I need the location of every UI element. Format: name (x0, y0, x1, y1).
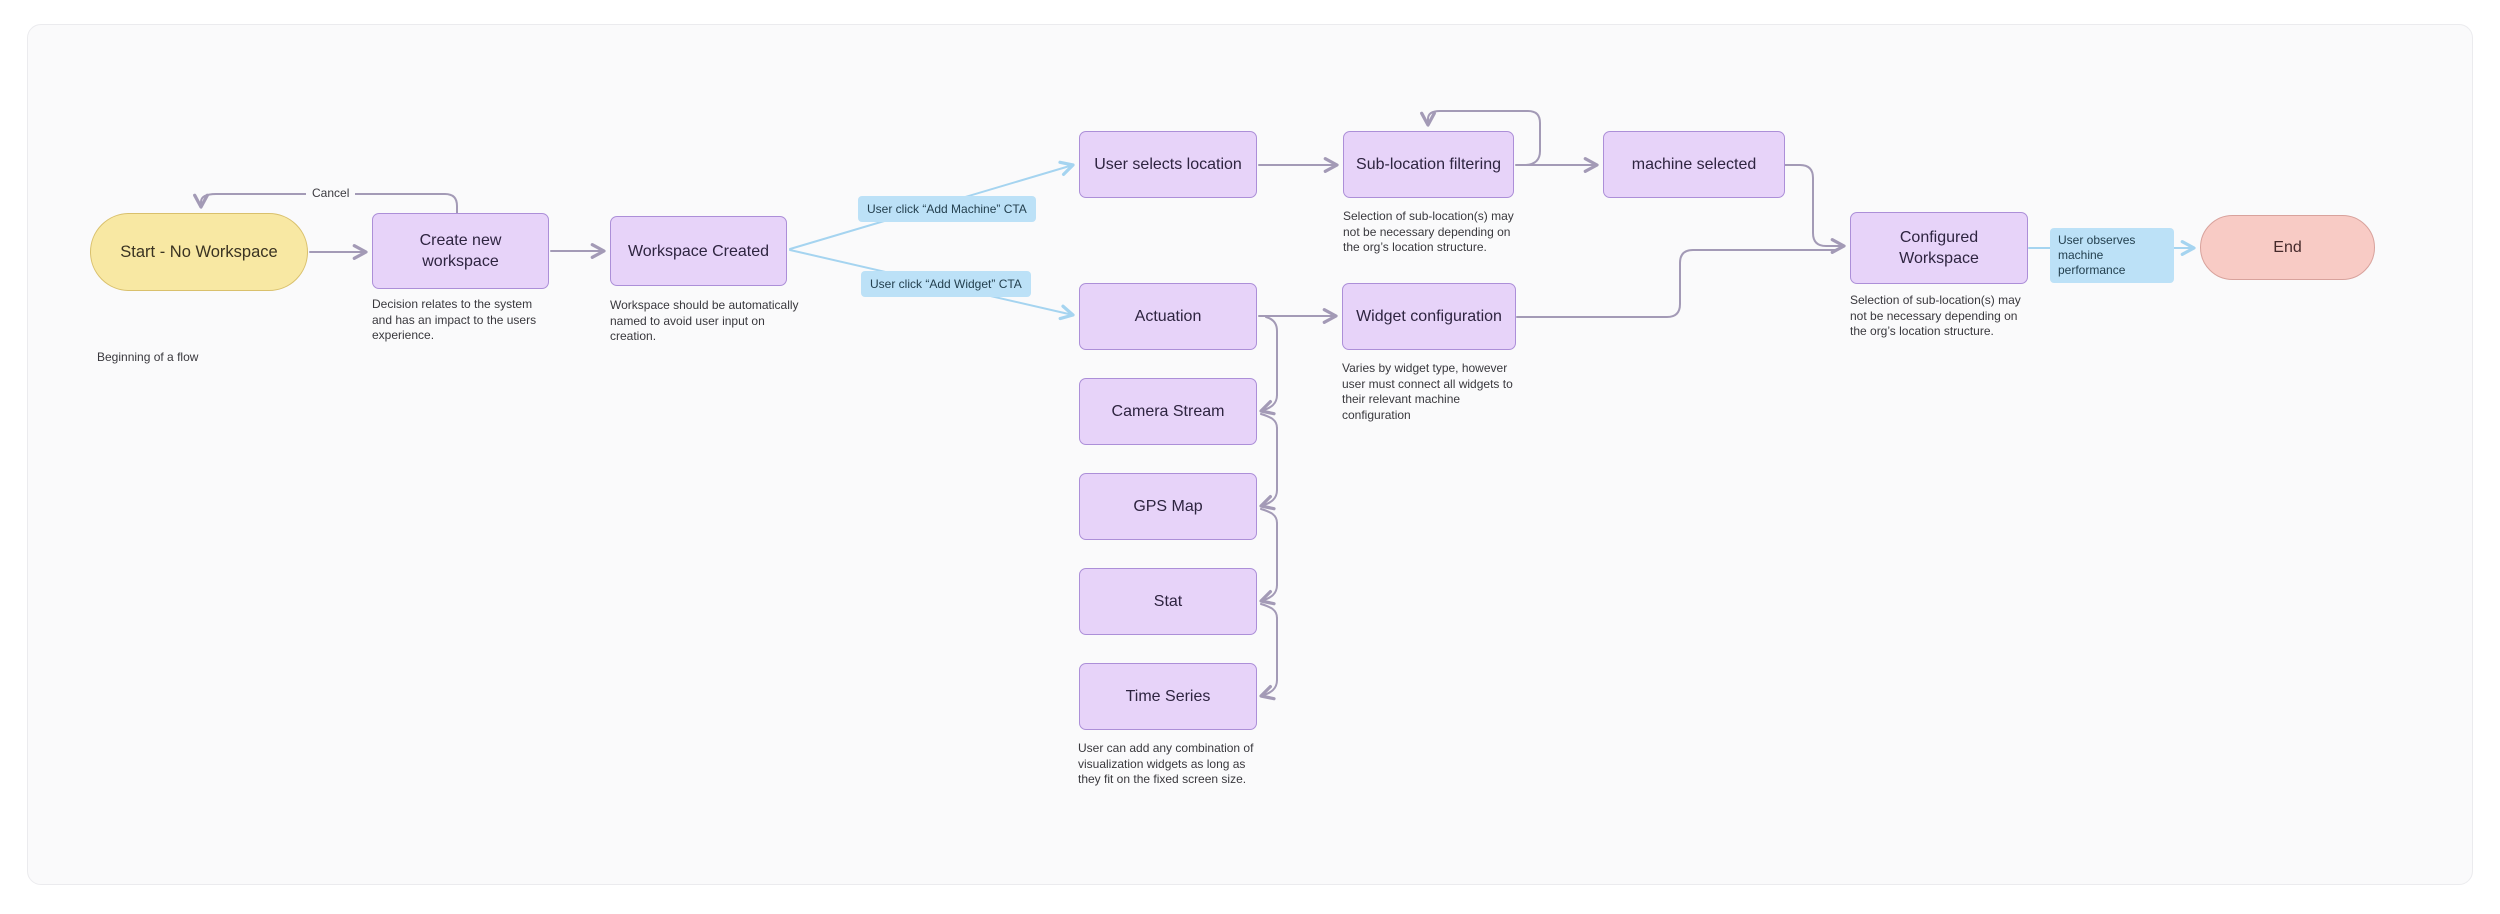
edge-label-add-widget-cta[interactable]: User click “Add Widget” CTA (861, 271, 1031, 297)
node-camera-stream[interactable]: Camera Stream (1079, 378, 1257, 445)
node-time-series[interactable]: Time Series (1079, 663, 1257, 730)
edge-label-user-observes[interactable]: User observes machine performance (2050, 228, 2174, 283)
edge-machine-to-configured[interactable] (1784, 164, 1846, 254)
node-label: End (2273, 239, 2302, 256)
edge-branch-to-stat[interactable] (1259, 584, 1278, 606)
edge-branch-resume-1[interactable] (1260, 413, 1278, 429)
node-stat[interactable]: Stat (1079, 568, 1257, 635)
edge-label-add-machine-cta[interactable]: User click “Add Machine” CTA (858, 196, 1036, 222)
annotation-beginning-of-flow: Beginning of a flow (97, 350, 199, 364)
edge-sublocation-self-loop[interactable] (1420, 110, 1541, 166)
node-create-new-workspace[interactable]: Create new workspace (372, 213, 549, 289)
node-label: Sub-location filtering (1356, 156, 1501, 173)
node-label: machine selected (1631, 156, 1757, 173)
annotation-sub-location: Selection of sub-location(s) may not be … (1343, 209, 1514, 254)
edge-branch-resume-2[interactable] (1260, 508, 1278, 524)
edge-label-cancel[interactable]: Cancel (306, 185, 356, 202)
annotation-workspace-created: Workspace should be automatically named … (610, 298, 799, 343)
node-sub-location-filtering[interactable]: Sub-location filtering (1343, 131, 1514, 198)
node-actuation[interactable]: Actuation (1079, 283, 1257, 350)
node-configured-workspace[interactable]: Configured Workspace (1850, 212, 2028, 284)
node-user-selects-location[interactable]: User selects location (1079, 131, 1257, 198)
node-workspace-created[interactable]: Workspace Created (610, 216, 787, 286)
edge-branch-resume-3[interactable] (1260, 603, 1278, 619)
annotation-widget-configuration: Varies by widget type, however user must… (1342, 361, 1513, 422)
node-widget-configuration[interactable]: Widget configuration (1342, 283, 1516, 350)
node-machine-selected[interactable]: machine selected (1603, 131, 1785, 198)
node-gps-map[interactable]: GPS Map (1079, 473, 1257, 540)
annotation-time-series: User can add any combination of visualiz… (1078, 741, 1254, 786)
node-label: Start - No Workspace (120, 242, 278, 261)
edge-widget-config-to-configured[interactable] (1516, 249, 1837, 318)
node-label: Workspace Created (627, 242, 770, 260)
node-label: User selects location (1094, 156, 1242, 173)
node-start[interactable]: Start - No Workspace (90, 213, 308, 291)
node-end[interactable]: End (2200, 215, 2375, 280)
node-label: Create new workspace (419, 232, 502, 270)
node-label: Configured Workspace (1899, 229, 1979, 267)
edge-branch-to-camera-stream[interactable] (1259, 394, 1278, 416)
annotation-create-workspace: Decision relates to the system and has a… (372, 297, 537, 342)
node-label: Actuation (1134, 308, 1202, 325)
node-label: Stat (1153, 593, 1183, 610)
annotation-configured-workspace: Selection of sub-location(s) may not be … (1850, 293, 2021, 338)
node-label: Time Series (1125, 688, 1211, 705)
node-label: GPS Map (1133, 498, 1203, 515)
edge-actuation-branch-trunk[interactable] (1265, 316, 1278, 681)
node-label: Widget configuration (1356, 308, 1502, 325)
node-label: Camera Stream (1111, 403, 1225, 420)
edge-branch-to-gps-map[interactable] (1259, 489, 1278, 511)
edge-branch-to-time-series[interactable] (1259, 679, 1278, 701)
